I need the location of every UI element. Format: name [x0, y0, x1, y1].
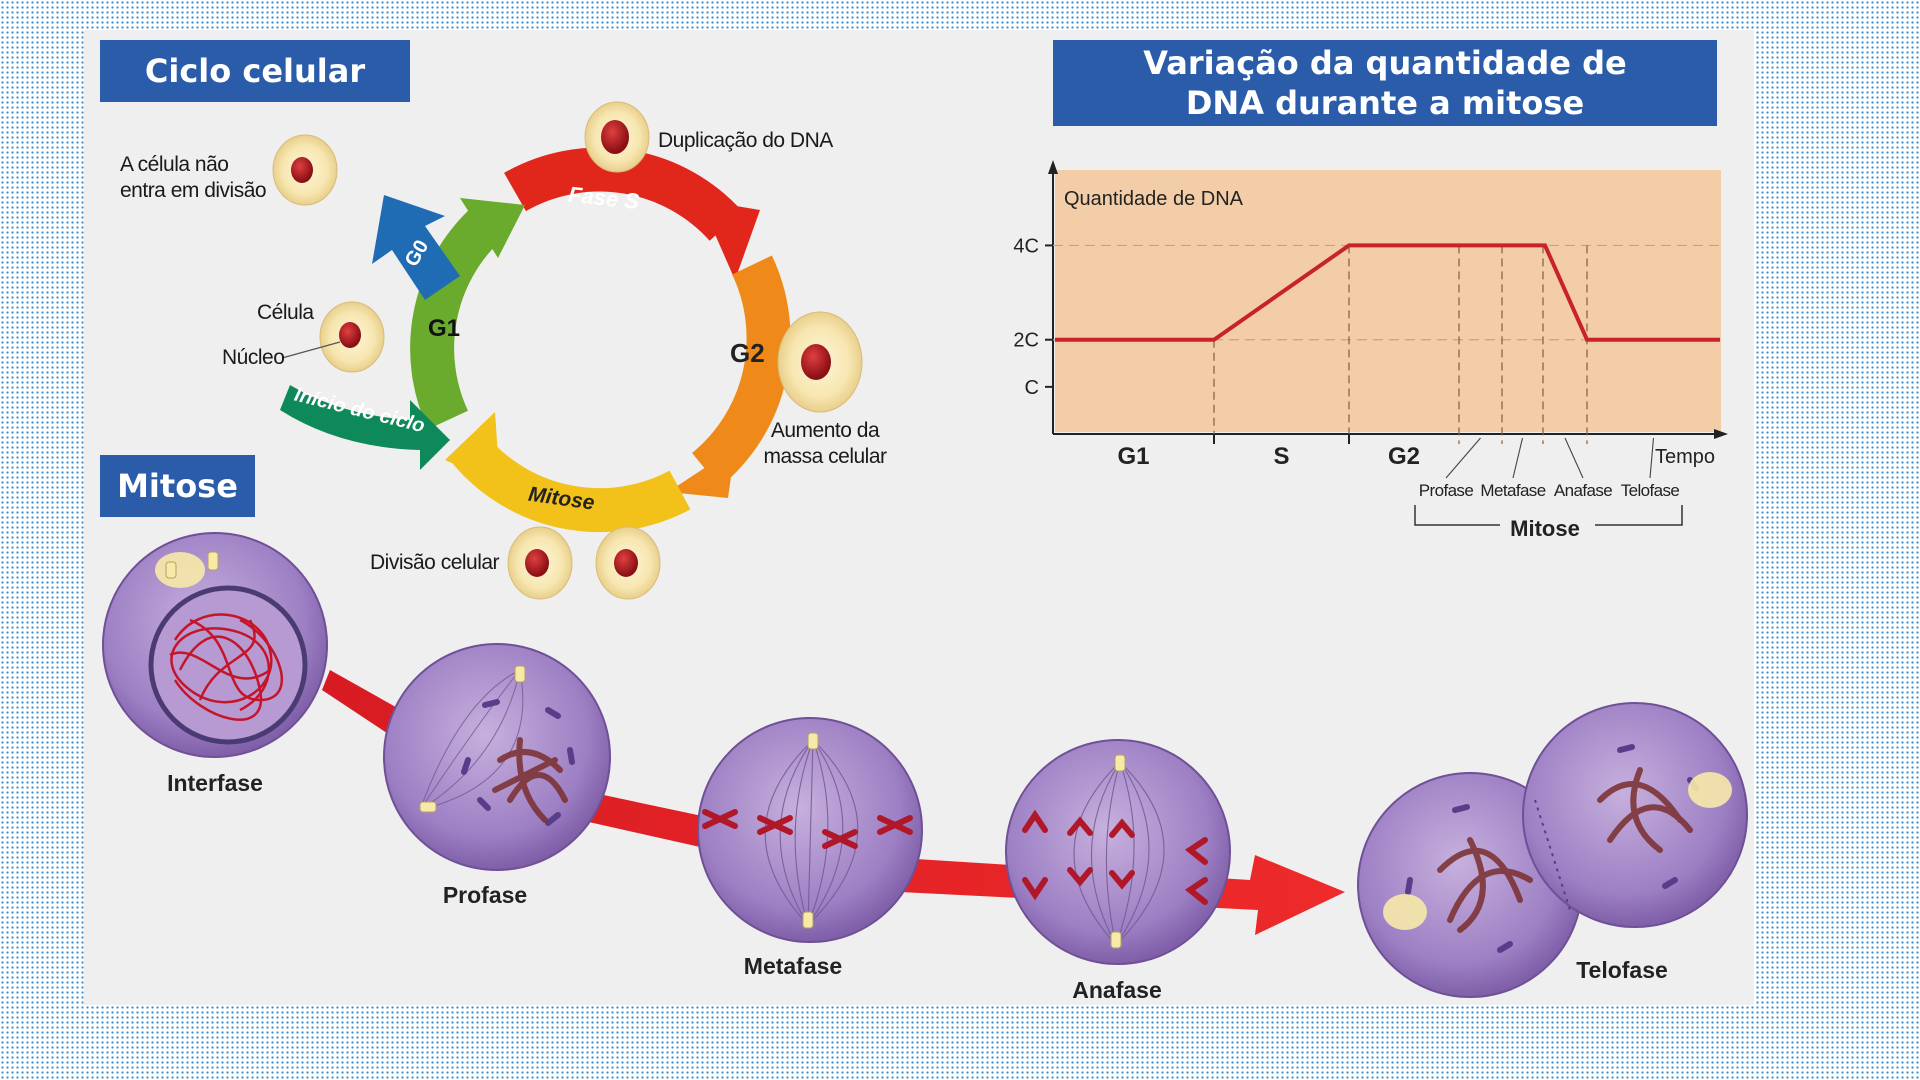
phase-mitose-arrowhead: [445, 412, 500, 485]
label-no-division: A célula não entra em divisão: [120, 153, 267, 202]
chart-yticks: C 2C 4C: [1013, 235, 1053, 399]
subphase-label: Metafase: [1480, 481, 1545, 500]
nucleus-pointer: [281, 341, 341, 359]
chart-ylabel: Quantidade de DNA: [1064, 188, 1244, 210]
dna-series-line: [1055, 243, 1720, 342]
metafase-cell: [697, 717, 923, 943]
cell-icon: [777, 311, 863, 413]
chart-gridlines: [1053, 244, 1720, 444]
stage-label-metafase: Metafase: [743, 953, 843, 979]
phase-g1-arc: [410, 210, 500, 430]
stage-label-profase: Profase: [442, 882, 528, 908]
ytick-label: 4C: [1013, 235, 1039, 257]
chart-xticks: G1 S G2: [1117, 434, 1420, 470]
cell-icon: [584, 101, 650, 173]
subphase-label: Telofase: [1621, 481, 1680, 500]
cell-icon: [272, 134, 338, 206]
phase-s-arrowhead: [700, 200, 760, 280]
stage-label-interfase: Interfase: [167, 770, 263, 796]
phase-g1-label: G1: [428, 315, 460, 342]
phase-label: S: [1273, 443, 1289, 470]
interfase-cell: [102, 532, 328, 758]
cycle-title: Ciclo celular: [100, 40, 410, 102]
stage-label-telofase: Telofase: [1576, 957, 1668, 983]
phase-pointer: [1512, 437, 1524, 479]
label-cell: Célula: [257, 301, 314, 324]
phase-label: G1: [1117, 443, 1149, 470]
ytick-label: C: [1025, 377, 1039, 399]
phase-pointer: [1649, 437, 1655, 479]
label-cell-division: Divisão celular: [370, 551, 500, 574]
chart-phase-labels: Profase Metafase Anafase Telofase: [1419, 437, 1680, 500]
cell-icon: [507, 526, 573, 600]
g0-arrow: [372, 195, 460, 300]
subphase-label: Profase: [1419, 481, 1474, 500]
phase-pointer: [1445, 437, 1481, 479]
phase-pointer: [1564, 437, 1584, 479]
cell-icon: [319, 301, 385, 373]
mitose-group-label: Mitose: [1510, 516, 1580, 541]
progression-arrow: [322, 670, 1345, 935]
profase-cell: [383, 643, 611, 871]
label-dna-duplication: Duplicação do DNA: [658, 129, 833, 152]
phase-g2-arc: [691, 255, 791, 488]
chart-background: [1055, 170, 1721, 432]
ytick-label: 2C: [1013, 330, 1039, 352]
label-mass-increase: Aumento da massa celular: [763, 419, 887, 468]
mitose-title: Mitose: [100, 455, 255, 517]
phase-g1-arrowhead: [460, 198, 525, 258]
label-nucleus: Núcleo: [222, 346, 285, 369]
y-axis-arrowhead: [1048, 160, 1058, 174]
stage-label-anafase: Anafase: [1072, 977, 1162, 1003]
telofase-cell: [1357, 702, 1748, 998]
dna-chart-title: Variação da quantidade de DNA durante a …: [1053, 40, 1717, 126]
cell-icon: [595, 526, 661, 600]
start-arrow: [280, 385, 450, 470]
chart-xlabel: Tempo: [1655, 446, 1715, 468]
anafase-cell: [1005, 739, 1231, 965]
phase-g2-label: G2: [730, 338, 765, 368]
phase-g2-arrowhead: [668, 448, 735, 498]
subphase-label: Anafase: [1554, 481, 1612, 500]
phase-label: G2: [1388, 443, 1420, 470]
x-axis-arrowhead: [1714, 429, 1728, 439]
